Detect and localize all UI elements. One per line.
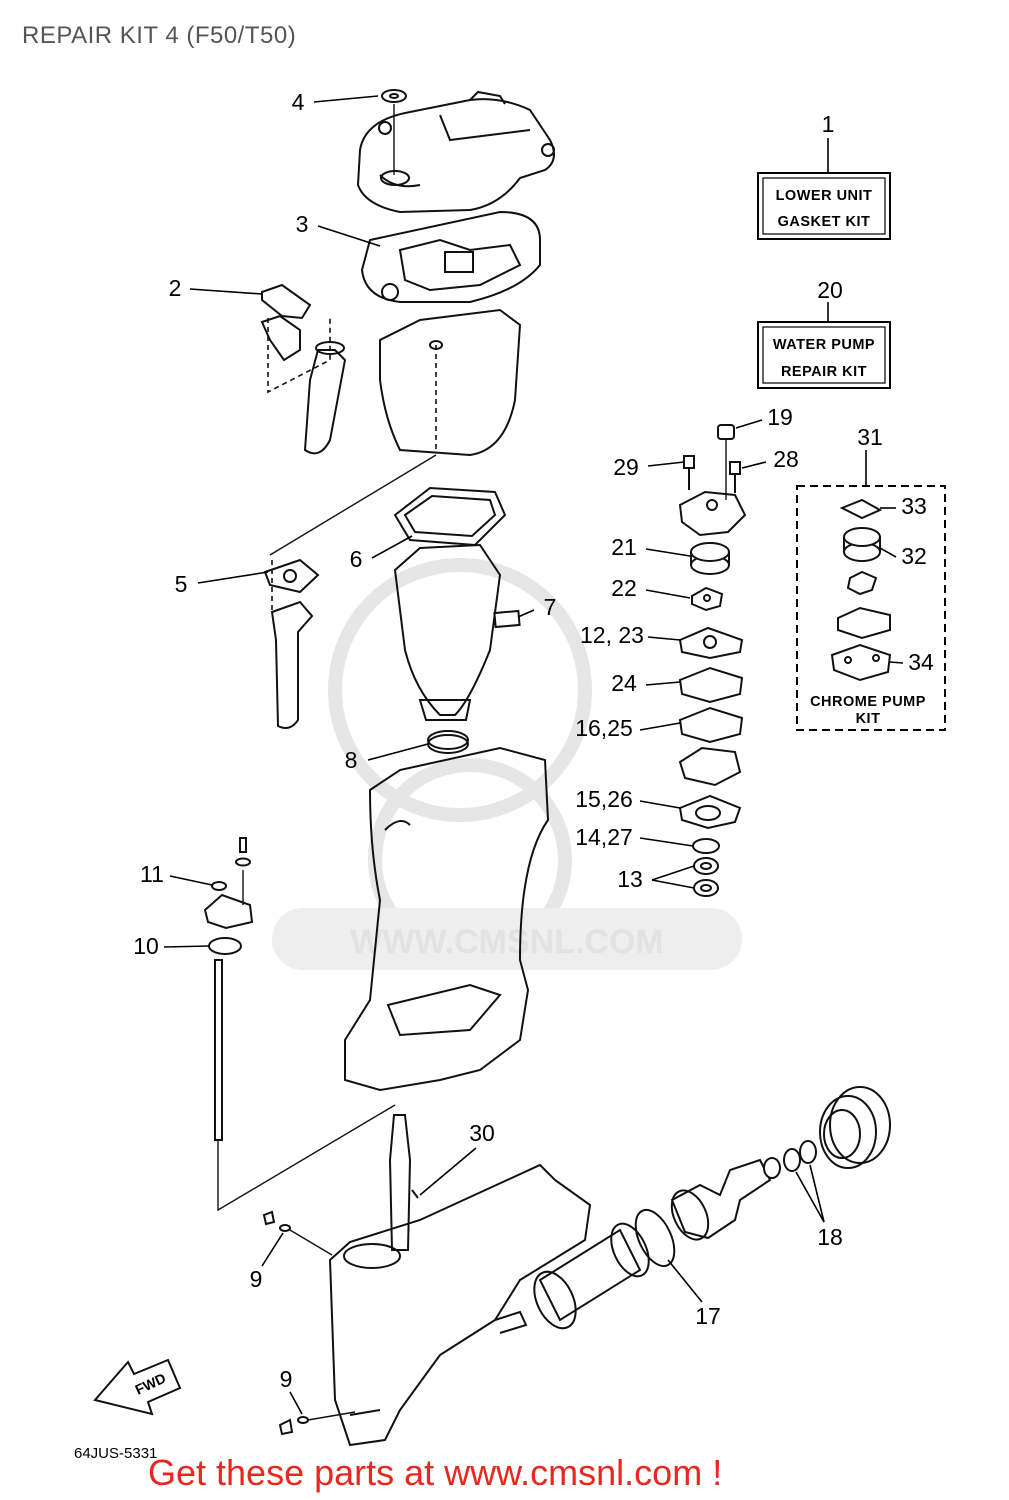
- part-15-26-gasket: [678, 794, 742, 830]
- callout-6: 6: [350, 546, 363, 572]
- part-9-bolt-lower: [278, 1416, 309, 1436]
- callout-11: 11: [140, 861, 164, 887]
- callout-12-23: 12, 23: [580, 622, 644, 648]
- diagram-code: 64JUS-5331: [74, 1445, 157, 1462]
- callout-32: 32: [901, 543, 927, 569]
- callout-14-27: 14,27: [575, 824, 633, 850]
- part-16-25-gasket: [678, 706, 744, 744]
- lower-casing: [328, 1163, 592, 1447]
- watermark-text: WWW.CMSNL.COM: [350, 923, 664, 961]
- part-29-bolt: [683, 455, 695, 490]
- kit-box-lower-unit: LOWER UNIT GASKET KIT: [757, 172, 891, 240]
- callout-9-upper: 9: [250, 1266, 263, 1292]
- lower-unit-kit-line1: LOWER UNIT: [776, 188, 873, 204]
- callout-2: 2: [169, 275, 182, 301]
- part-3-gasket: [360, 210, 541, 303]
- part-33-plate: [839, 498, 883, 520]
- propeller-shaft-bearing: [533, 1222, 650, 1330]
- driveshaft-housing: [379, 308, 522, 457]
- part-10-oring: [208, 937, 242, 955]
- callout-15-26: 15,26: [575, 786, 633, 812]
- part-21-insert: [690, 542, 730, 575]
- bearing-housing: [670, 1158, 772, 1241]
- callout-17: 17: [695, 1303, 721, 1329]
- callout-3: 3: [296, 211, 309, 237]
- callout-7: 7: [544, 594, 557, 620]
- water-pump-kit-line1: WATER PUMP: [773, 337, 875, 353]
- chrome-kit-impeller: [846, 570, 878, 596]
- part-24-plate: [678, 666, 744, 704]
- watermark: WWW.CMSNL.COM: [272, 558, 742, 970]
- water-tube-upper: [303, 341, 347, 455]
- part-18-washers: [763, 1140, 817, 1179]
- part-30-pin: [411, 1189, 419, 1199]
- part-19-insert: [717, 424, 735, 440]
- pump-housing: [678, 490, 747, 537]
- water-tube-lower: [270, 600, 314, 729]
- callout-29: 29: [613, 454, 639, 480]
- fwd-arrow-icon: FWD: [93, 1358, 182, 1416]
- exhaust-muffler: [393, 543, 502, 721]
- callout-group: 4 3 2 5 6 7 8 11 10 19 29 28 21 22 12, 2…: [133, 89, 934, 1415]
- part-4-washer: [381, 89, 407, 103]
- callout-24: 24: [611, 670, 637, 696]
- fwd-label: FWD: [133, 1370, 169, 1398]
- part-8-seal: [427, 730, 469, 754]
- callout-1: 1: [822, 111, 835, 137]
- upper-casing: [344, 746, 550, 1092]
- callout-31: 31: [857, 424, 883, 450]
- callout-28: 28: [773, 446, 799, 472]
- part-9-bolt-upper: [262, 1210, 291, 1232]
- water-pump-kit-line2: REPAIR KIT: [781, 364, 867, 380]
- lower-unit-kit-line2: GASKET KIT: [778, 214, 871, 230]
- callout-16-25: 16,25: [575, 715, 633, 741]
- footer-promo-link[interactable]: Get these parts at www.cmsnl.com !: [148, 1452, 723, 1493]
- part-22-impeller: [691, 586, 724, 612]
- callout-20: 20: [817, 277, 843, 303]
- callout-9-lower: 9: [280, 1366, 293, 1392]
- callout-4: 4: [292, 89, 305, 115]
- callout-10: 10: [133, 933, 159, 959]
- callout-19: 19: [767, 404, 793, 430]
- callout-30: 30: [469, 1120, 495, 1146]
- part-12-23-gasket: [678, 626, 744, 660]
- callout-13: 13: [617, 866, 643, 892]
- part-5-gasket: [263, 558, 320, 594]
- chrome-kit-gasket: [837, 606, 891, 640]
- part-2-plate: [260, 283, 312, 362]
- chrome-pump-kit-line2: KIT: [856, 711, 881, 727]
- callout-34: 34: [908, 649, 934, 675]
- shift-rod-bracket: [203, 870, 254, 930]
- callout-5: 5: [175, 571, 188, 597]
- kit-box-water-pump: WATER PUMP REPAIR KIT: [757, 321, 891, 389]
- driveshaft: [388, 1114, 412, 1251]
- part-14-27-oring: [692, 838, 720, 854]
- part-32-housing-insert: [843, 527, 881, 562]
- callout-8: 8: [345, 747, 358, 773]
- pump-outer-plate: [678, 746, 742, 787]
- callout-22: 22: [611, 575, 637, 601]
- upper-casing-cover: [356, 90, 555, 214]
- part-7-block: [493, 609, 521, 629]
- part-28-bolt: [729, 461, 741, 493]
- page-title: REPAIR KIT 4 (F50/T50): [22, 22, 297, 49]
- shift-rod: [214, 959, 223, 1141]
- chrome-pump-kit-line1: CHROME PUMP: [810, 694, 926, 710]
- part-13-seals: [693, 857, 719, 897]
- part-6-gasket: [393, 486, 507, 547]
- callout-18: 18: [817, 1224, 843, 1250]
- kit-box-chrome-pump: CHROME PUMP KIT: [796, 485, 946, 731]
- callout-21: 21: [611, 534, 637, 560]
- part-17-oring: [634, 1208, 676, 1268]
- part-34-plate: [830, 643, 892, 682]
- propeller-hub: [819, 1086, 891, 1169]
- part-11-bolt: [211, 837, 251, 891]
- callout-33: 33: [901, 493, 927, 519]
